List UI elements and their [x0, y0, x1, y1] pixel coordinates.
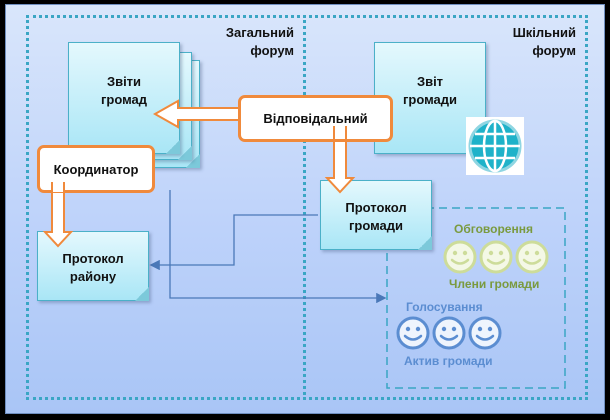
- smiley-icon: [479, 240, 513, 279]
- smiley-icon: [468, 316, 502, 355]
- responsible-role[interactable]: Відповідальний: [238, 95, 393, 142]
- community-protocol-line1: Протокол: [345, 200, 407, 215]
- district-protocol-line1: Протокол: [62, 251, 124, 266]
- voting-title: Голосування: [406, 300, 483, 314]
- general-forum-label-line2: форум: [250, 43, 294, 58]
- school-forum-label: Шкільний форум: [480, 24, 576, 60]
- school-forum-label-line1: Шкільний: [512, 25, 576, 40]
- smiley-icon: [396, 316, 430, 355]
- community-report-line2: громади: [402, 92, 458, 107]
- community-members-caption: Члени громади: [449, 277, 540, 291]
- community-protocol-line2: громади: [348, 218, 404, 233]
- community-reports-line2: громад: [100, 92, 148, 107]
- discussion-title: Обговорення: [454, 222, 533, 236]
- globe-icon: [466, 117, 524, 175]
- community-activists-caption: Актив громади: [404, 354, 493, 368]
- smiley-icon: [443, 240, 477, 279]
- connector-reports-to-group: [169, 190, 387, 304]
- smiley-icon: [432, 316, 466, 355]
- community-report-line1: Звіт: [416, 74, 444, 89]
- general-forum-label-line1: Загальний: [225, 25, 294, 40]
- community-reports-line1: Звіти: [106, 74, 142, 89]
- school-forum-label-line2: форум: [532, 43, 576, 58]
- general-forum-label: Загальний форум: [200, 24, 294, 60]
- connector-protocol-to-district: [149, 214, 318, 271]
- school-forum-region: [303, 15, 588, 400]
- district-protocol-line2: району: [69, 269, 117, 284]
- community-reports-doc[interactable]: Звіти громад: [68, 42, 180, 154]
- smiley-icon: [515, 240, 549, 279]
- community-group-box: [386, 207, 566, 389]
- district-protocol-doc[interactable]: Протокол району: [37, 231, 149, 301]
